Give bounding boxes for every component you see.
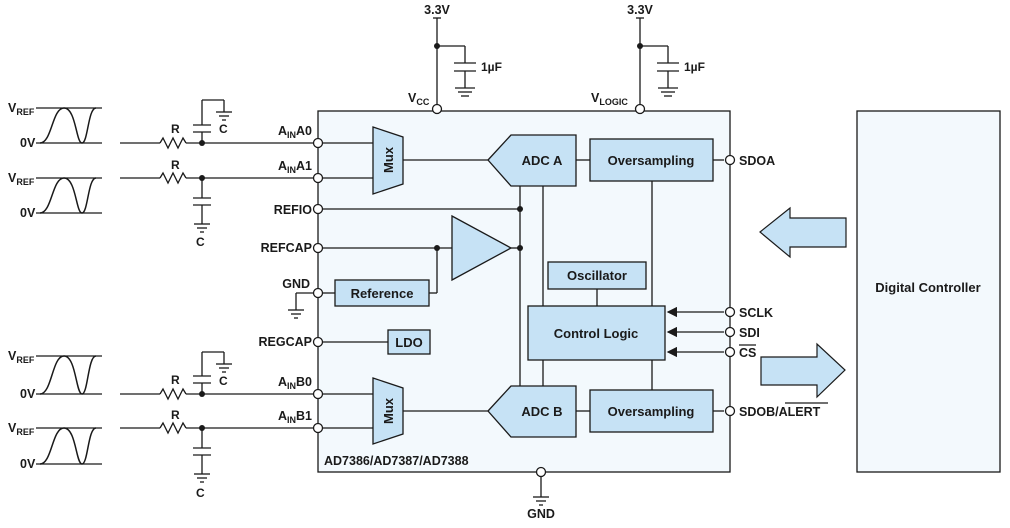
pin-ain-a1 (312, 172, 324, 184)
oscillator (547, 261, 647, 290)
mux-a (372, 126, 404, 195)
pin-bottom-gnd (535, 466, 547, 478)
digital-controller-label: Digital Controller (875, 280, 980, 295)
arrow-to-chip (759, 206, 847, 259)
vlogic-supply: 3.3V 1µF VLOGIC (591, 3, 705, 115)
oversampling-a (589, 138, 714, 182)
mux-b-label: Mux (381, 397, 396, 424)
pin-label-sclk: SCLK (739, 306, 773, 320)
digital-controller-box (856, 110, 1001, 473)
pin-refio (312, 203, 324, 215)
oversampling-a-label: Oversampling (608, 153, 695, 168)
vref-label: VREF (8, 421, 35, 437)
pin-ain-b1 (312, 422, 324, 434)
rc-filter-b: R C R C (120, 351, 314, 500)
mux-a-label: Mux (381, 146, 396, 173)
vcc-supply: 3.3V 1µF VCC (408, 3, 502, 115)
oversampling-b (589, 389, 714, 433)
resistor-label: R (171, 122, 180, 136)
reference-label: Reference (351, 286, 414, 301)
chip-part-number: AD7386/AD7387/AD7388 (324, 454, 469, 468)
pin-label-ain-a0: AINA0 (278, 124, 312, 140)
capacitor-label: C (219, 122, 228, 136)
ldo (387, 329, 431, 355)
vref-label: VREF (8, 171, 35, 187)
pin-label-regcap: REGCAP (259, 335, 312, 349)
sine-wave (39, 355, 97, 395)
arrow-to-controller (760, 342, 846, 399)
pin-sdob (724, 405, 736, 417)
adc-b (487, 385, 577, 438)
bottom-gnd-label: GND (527, 507, 555, 521)
pin-label-refio: REFIO (274, 203, 312, 217)
pin-cs (724, 346, 736, 358)
vref-label: VREF (8, 349, 35, 365)
adc-a (487, 134, 577, 187)
ldo-label: LDO (395, 335, 422, 350)
capacitor-label: C (196, 486, 205, 500)
zero-volt-label: 0V (20, 387, 36, 401)
pin-label-sdoa: SDOA (739, 154, 775, 168)
zero-volt-label: 0V (20, 206, 36, 220)
source-b1: VREF 0V (8, 421, 102, 471)
zero-volt-label: 0V (20, 457, 36, 471)
vcc-pin (431, 103, 443, 115)
source-a0: VREF 0V (8, 101, 102, 150)
source-a1: VREF 0V (8, 171, 102, 220)
pin-label-refcap: REFCAP (261, 241, 312, 255)
capacitor-label: C (196, 235, 205, 249)
sine-wave (39, 107, 97, 144)
vlogic-pin-label: VLOGIC (591, 91, 628, 107)
pin-label-ain-a1: AINA1 (278, 159, 312, 175)
adc-a-label: ADC A (522, 153, 563, 168)
pin-sclk (724, 306, 736, 318)
vref-label: VREF (8, 101, 35, 117)
vlogic-cap-label: 1µF (684, 60, 705, 74)
pin-gnd (312, 287, 324, 299)
reference (334, 279, 430, 307)
pin-label-sdi: SDI (739, 326, 760, 340)
pin-label-sdob-alert: SDOB/ALERT (739, 405, 821, 419)
vlogic-voltage-label: 3.3V (627, 3, 653, 17)
sine-wave (39, 177, 97, 214)
pin-ain-a0 (312, 137, 324, 149)
control-logic (527, 305, 666, 361)
pin-label-gnd: GND (282, 277, 310, 291)
vcc-voltage-label: 3.3V (424, 3, 450, 17)
adc-b-label: ADC B (521, 404, 562, 419)
pin-refcap (312, 242, 324, 254)
oscillator-label: Oscillator (567, 268, 627, 283)
mux-b (372, 377, 404, 445)
reference-buffer (451, 214, 513, 282)
pin-label-ain-b1: AINB1 (278, 409, 312, 425)
pin-sdi (724, 326, 736, 338)
capacitor-label: C (219, 374, 228, 388)
vcc-cap-label: 1µF (481, 60, 502, 74)
pin-label-ain-b0: AINB0 (278, 375, 312, 391)
pin-regcap (312, 336, 324, 348)
pin-ain-b0 (312, 388, 324, 400)
vlogic-pin (634, 103, 646, 115)
rc-filter-a: R C R C (120, 99, 314, 249)
control-logic-label: Control Logic (554, 326, 639, 341)
pin-label-cs: CS (739, 346, 756, 360)
resistor-label: R (171, 408, 180, 422)
sine-wave (39, 427, 97, 465)
resistor-label: R (171, 373, 180, 387)
resistor-label: R (171, 158, 180, 172)
source-b0: VREF 0V (8, 349, 102, 401)
oversampling-b-label: Oversampling (608, 404, 695, 419)
zero-volt-label: 0V (20, 136, 36, 150)
vcc-pin-label: VCC (408, 91, 430, 107)
pin-sdoa (724, 154, 736, 166)
